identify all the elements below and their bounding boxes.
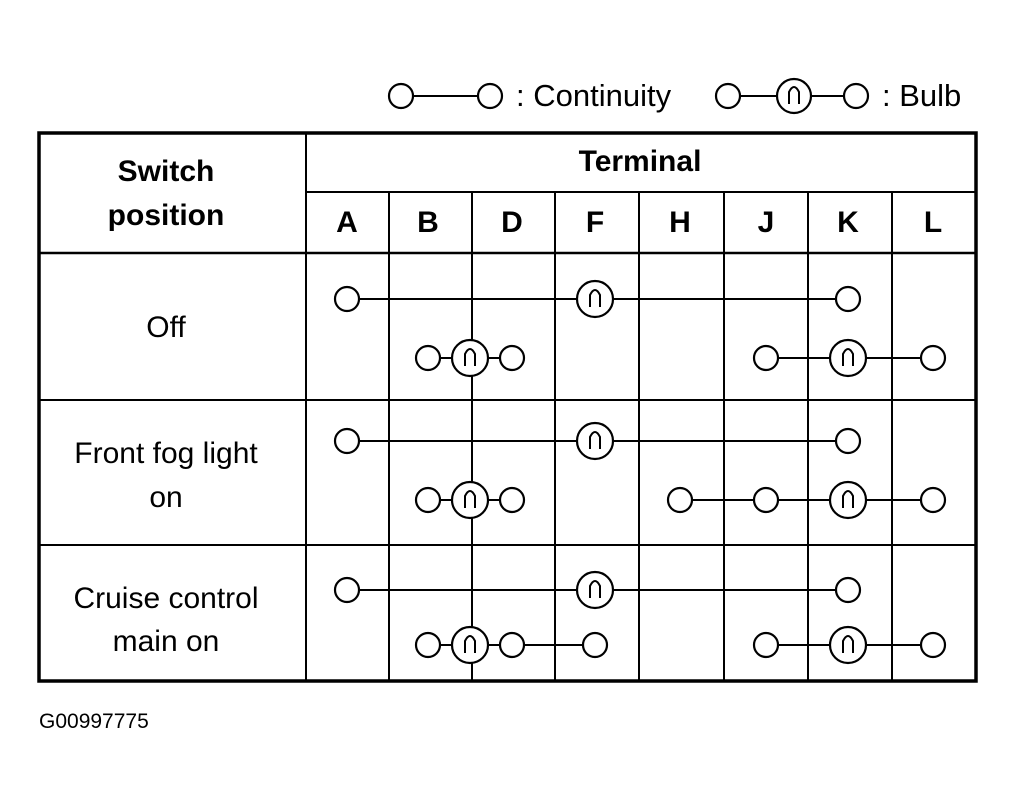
- terminal-label-l: L: [924, 206, 942, 239]
- switch-position-label: main on: [113, 625, 220, 658]
- continuity-path: [333, 279, 862, 319]
- terminal-label-h: H: [669, 206, 691, 239]
- switch-position-header-line2: position: [108, 199, 225, 232]
- bulb-icon: [575, 570, 615, 610]
- continuity-path: [752, 338, 947, 378]
- continuity-path: [414, 338, 526, 378]
- terminal-node-a: [333, 285, 361, 313]
- continuity-path: [333, 570, 862, 610]
- terminal-node-d: [498, 486, 526, 514]
- circuit-row: [333, 421, 947, 520]
- circuits: [333, 279, 947, 665]
- table-grid: [37, 131, 978, 683]
- legend-continuity-symbol: [387, 82, 504, 110]
- bulb-icon: [828, 625, 868, 665]
- terminal-label-f: F: [586, 206, 604, 239]
- terminal-node-f: [581, 631, 609, 659]
- continuity-path: [752, 625, 947, 665]
- terminal-node-j: [752, 486, 780, 514]
- bulb-icon: [828, 480, 868, 520]
- terminal-node-a: [333, 576, 361, 604]
- terminal-label-a: A: [336, 206, 358, 239]
- terminal-node-h: [666, 486, 694, 514]
- switch-position-header-line1: Switch: [118, 155, 215, 188]
- switch-position-label: Cruise control: [73, 582, 258, 615]
- terminal-label-j: J: [758, 206, 775, 239]
- switch-position-label: on: [149, 481, 182, 514]
- terminal-node-l: [919, 631, 947, 659]
- terminal-label-k: K: [837, 206, 859, 239]
- terminal-label-d: D: [501, 206, 523, 239]
- switch-position-label: Front fog light: [74, 437, 258, 470]
- continuity-path: [666, 480, 947, 520]
- terminal-node-d: [498, 344, 526, 372]
- figure-code: G00997775: [39, 710, 149, 733]
- terminal-node-k: [834, 285, 862, 313]
- circuit-row: [333, 279, 947, 378]
- legend-bulb-symbol: [714, 77, 870, 115]
- terminal-node-k: [834, 427, 862, 455]
- continuity-path: [414, 480, 526, 520]
- terminal-node-k: [834, 576, 862, 604]
- terminal-node-b: [414, 344, 442, 372]
- switch-position-label: Off: [146, 311, 186, 344]
- legend-continuity-label: : Continuity: [516, 78, 672, 113]
- continuity-path: [333, 421, 862, 461]
- bulb-icon: [450, 625, 490, 665]
- terminal-label-b: B: [417, 206, 439, 239]
- terminal-node-d: [498, 631, 526, 659]
- bulb-icon: [575, 421, 615, 461]
- terminal-node-b: [414, 631, 442, 659]
- bulb-icon: [450, 338, 490, 378]
- terminal-node-l: [919, 344, 947, 372]
- terminal-node-j: [752, 344, 780, 372]
- legend-bulb-label: : Bulb: [882, 78, 961, 113]
- continuity-path: [414, 625, 609, 665]
- terminal-header: Terminal: [579, 145, 702, 178]
- bulb-icon: [450, 480, 490, 520]
- terminal-node-j: [752, 631, 780, 659]
- terminal-node-l: [919, 486, 947, 514]
- terminal-node-b: [414, 486, 442, 514]
- legend: : Continuity : Bulb: [387, 77, 961, 115]
- bulb-icon: [575, 279, 615, 319]
- circuit-row: [333, 570, 947, 665]
- terminal-node-a: [333, 427, 361, 455]
- bulb-icon: [828, 338, 868, 378]
